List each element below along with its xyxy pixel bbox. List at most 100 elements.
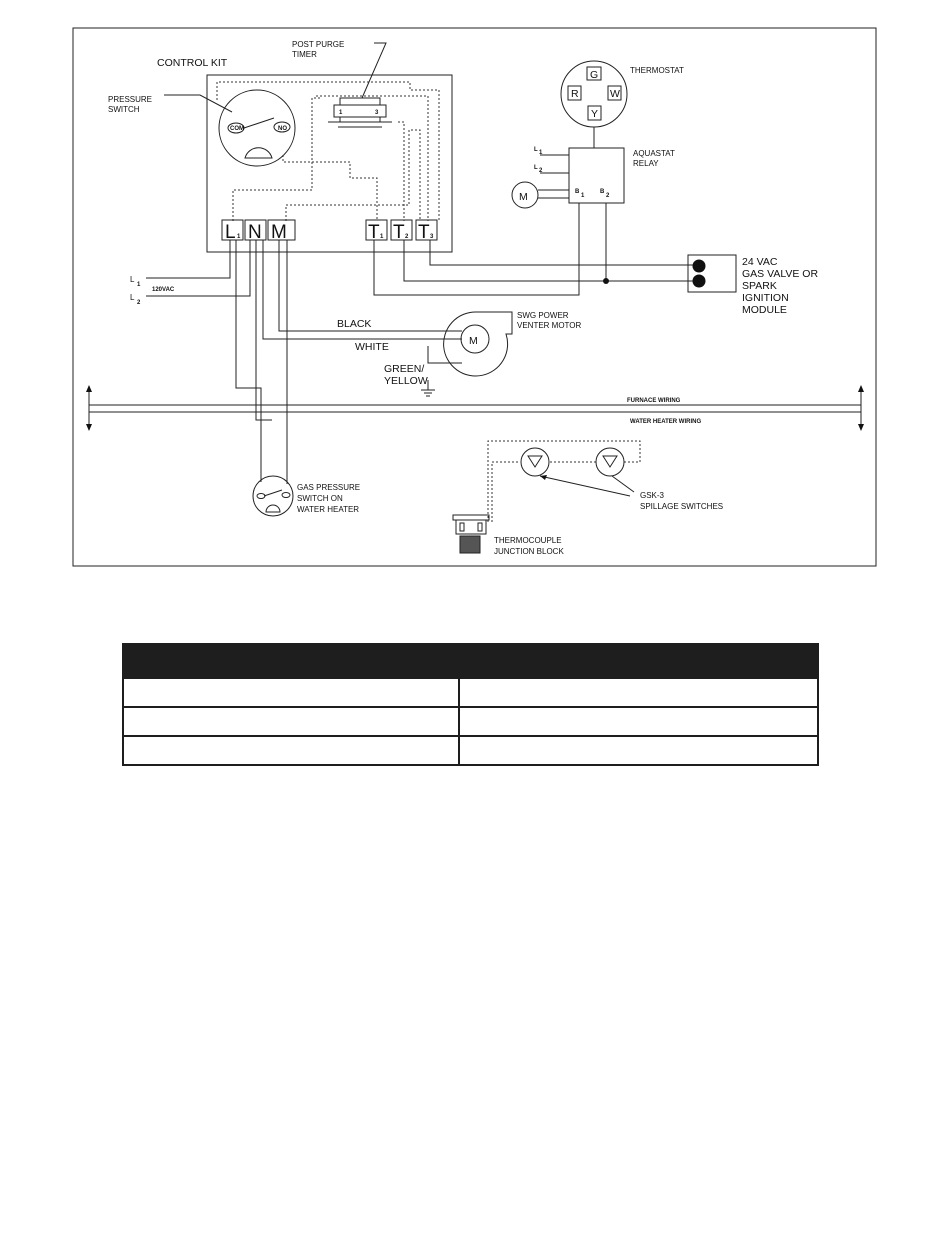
circulator-m: M [519,191,528,203]
thermostat-r: R [571,88,579,100]
table-cell [458,706,819,737]
power-wiring [146,240,288,484]
pressure-switch-label-2: SWITCH [108,105,140,114]
gas-valve-label-3: SPARK [742,280,777,292]
green-yellow-label-2: YELLOW [384,375,428,387]
terminal-n-text: N [248,222,262,243]
table-row [122,735,819,766]
timer-leader [361,42,387,99]
aquastat-label-2: RELAY [633,159,659,168]
venter-label-2: VENTER MOTOR [517,321,582,330]
gas-pressure-label-2: SWITCH ON [297,494,343,503]
terminal-l-text: L [225,222,236,243]
control-kit-label: CONTROL KIT [157,57,228,69]
venter-motor-m: M [469,335,478,347]
black-label: BLACK [337,318,371,330]
terminal-t2-sub: 2 [405,234,409,240]
terminal-m-text: M [271,222,287,243]
table-header-cell [122,643,460,679]
furnace-wiring-label: FURNACE WIRING [627,398,681,404]
vac-label: 120VAC [152,287,175,293]
relay-b1-sub: 1 [581,193,585,199]
relay-b2-sub: 2 [606,193,610,199]
white-label: WHITE [355,341,389,353]
terminal-t3-text: T [418,222,430,243]
thermocouple-block-icon [452,514,490,554]
terminal-t1-sub: 1 [380,234,384,240]
thermocouple-label-1: THERMOCOUPLE [494,536,562,545]
spillage-wiring [487,440,641,522]
control-wiring [373,203,693,296]
terminal-t2 [390,219,413,241]
terminal-l-sub: 1 [237,234,241,240]
control-kit-box [206,74,453,253]
gas-valve-label-2: GAS VALVE OR [742,268,818,280]
thermostat-g: G [590,69,598,81]
line-l1-sub: 1 [137,282,141,288]
table-row [122,677,819,708]
terminal-t1-text: T [368,222,380,243]
thermostat-y: Y [591,108,598,120]
gas-valve-label-4: IGNITION [742,292,789,304]
relay-l2: L [534,165,538,171]
table-header-row [122,643,819,679]
venter-label: SWG POWER [517,311,569,320]
spillage-switch-2-icon [595,447,625,477]
gsk-leaders [539,475,635,497]
gsk-label-2: SPILLAGE SWITCHES [640,502,723,511]
table-cell [122,677,460,708]
gsk-label-1: GSK-3 [640,491,665,500]
relay-l1-sub: 1 [539,150,543,156]
table-cell [122,735,460,766]
table-cell [458,735,819,766]
relay-b2: B [600,189,605,195]
aquastat-relay-box [568,147,625,204]
pressure-switch-icon [218,89,296,167]
gas-pressure-switch-icon [252,475,294,517]
thermocouple-label-2: JUNCTION BLOCK [494,547,564,556]
timer-pin-1: 1 [339,110,343,116]
circulator-motor-icon [511,181,569,209]
green-yellow-label: GREEN/ [384,363,424,375]
terminal-t3 [415,219,438,241]
line-l1-label: L [130,275,135,284]
no-label: NO [278,126,287,132]
gas-valve-icon [687,254,737,293]
venter-wiring [262,240,462,397]
timer-pin-3: 3 [375,110,379,116]
relay-l1: L [534,147,538,153]
gas-valve-label-1: 24 VAC [742,256,778,268]
terminal-m [267,219,296,241]
timer-label: TIMER [292,50,317,59]
relay-b1: B [575,189,580,195]
wire-reference-table [122,643,819,766]
wiring-diagram: CONTROL KIT POST PURGE TIMER 1 3 PRESSUR… [72,27,877,567]
com-label: COM [230,126,244,132]
venter-motor-icon [443,311,513,377]
terminal-t1 [365,219,388,241]
internal-dashed-wiring [216,81,440,221]
post-purge-timer-icon [328,97,392,128]
aquastat-label: AQUASTAT [633,149,675,158]
terminal-t3-sub: 3 [430,234,434,240]
gas-valve-label-5: MODULE [742,304,787,316]
water-heater-wiring-label: WATER HEATER WIRING [630,419,701,425]
post-purge-label: POST PURGE [292,40,344,49]
thermostat-w: W [610,88,620,100]
gas-pressure-label-1: GAS PRESSURE [297,483,360,492]
line-l2-label: L [130,293,135,302]
spillage-switch-1-icon [520,447,550,477]
pressure-switch-label: PRESSURE [108,95,152,104]
terminal-strip [221,219,438,241]
relay-l2-sub: 2 [539,168,543,174]
table-row [122,706,819,737]
diagram-frame [72,27,877,567]
table-cell [122,706,460,737]
gas-pressure-label-3: WATER HEATER [297,505,359,514]
table-cell [458,677,819,708]
section-divider [86,385,864,431]
terminal-t2-text: T [393,222,405,243]
thermostat-label: THERMOSTAT [630,66,684,75]
pressure-leader [164,94,233,113]
terminal-l1 [221,219,244,241]
